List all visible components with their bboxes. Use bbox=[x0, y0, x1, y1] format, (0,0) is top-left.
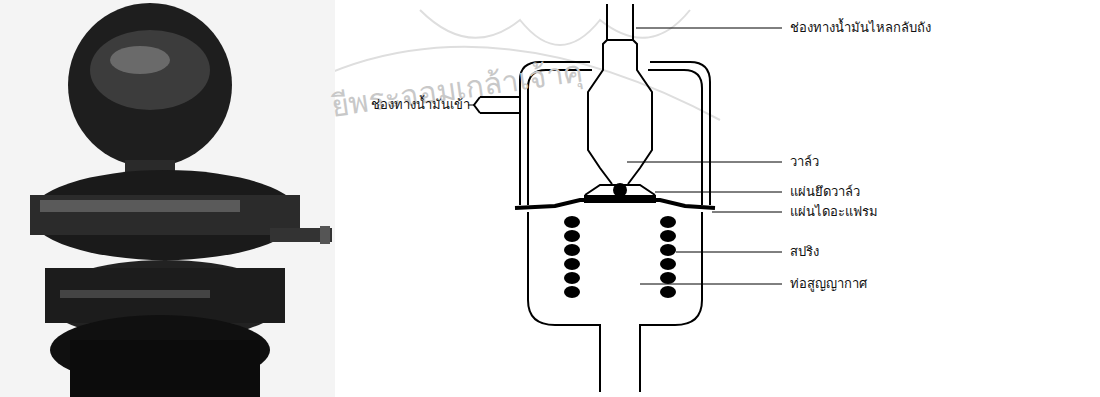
watermark-text: ยีพระจอมเกล้าเจ้าคุ bbox=[329, 54, 585, 123]
part-label: ช่องทางน้ำมันไหลกลับถัง bbox=[790, 20, 931, 36]
spring bbox=[564, 216, 676, 298]
part-label: วาล์ว bbox=[790, 154, 819, 170]
part-label: สปริง bbox=[790, 244, 819, 260]
valve-ball bbox=[613, 183, 627, 197]
part-label: แผ่นไดอะแฟรม bbox=[790, 204, 878, 220]
part-label: ท่อสูญญากาศ bbox=[790, 276, 867, 292]
regulator-photo bbox=[0, 0, 335, 397]
part-label: แผ่นยึดวาล์ว bbox=[790, 184, 860, 200]
cross-section bbox=[474, 4, 715, 392]
part-label: ช่องทางน้ำมันเข้า bbox=[371, 97, 470, 113]
